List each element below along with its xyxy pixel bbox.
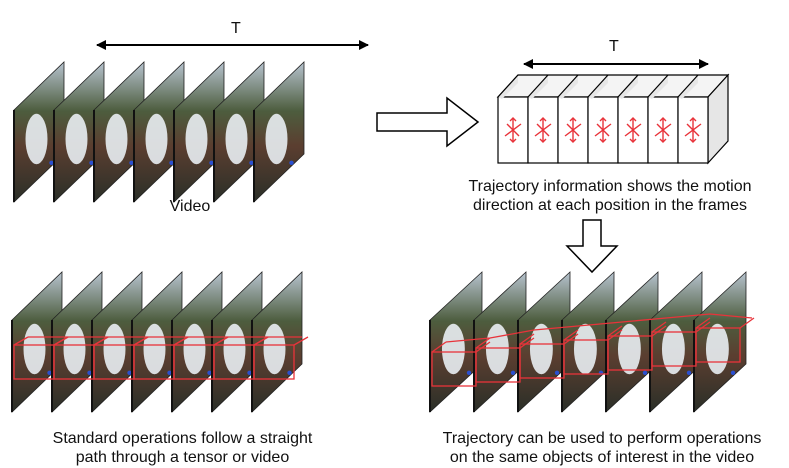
time-label-top-left: T (231, 20, 241, 37)
video-frames-bottom-left (11, 271, 303, 413)
caption-trajectory-info-line1: Trajectory information shows the motion (468, 178, 752, 195)
bottom-right-frame-1 (429, 271, 483, 413)
cube-slice-7 (677, 74, 709, 164)
bottom-right-frame-2 (473, 271, 527, 413)
top-left-frame-6 (213, 61, 265, 203)
motion-direction-icon (534, 117, 552, 143)
bottom-right-frame-3 (517, 271, 571, 413)
time-label-top-right: T (609, 38, 619, 55)
straight-box-7 (253, 336, 309, 380)
bottom-left-frame-7 (251, 271, 303, 413)
straight-path-boxes (13, 336, 309, 380)
top-left-frame-7 (253, 61, 305, 203)
caption-video: Video (169, 198, 211, 215)
motion-direction-icon (684, 117, 702, 143)
caption-trajectory-info-line2: direction at each position in the frames (473, 197, 747, 214)
cube-slice-1 (497, 74, 529, 164)
cube-slice-3 (557, 74, 589, 164)
motion-direction-icon (504, 117, 522, 143)
caption-trajectory-ops-line2: on the same objects of interest in the v… (449, 449, 755, 466)
bottom-right-frame-6 (649, 271, 703, 413)
cube-slice-2 (527, 74, 559, 164)
top-left-frame-3 (93, 61, 145, 203)
hollow-down-arrow (565, 219, 619, 274)
hollow-right-arrow (376, 96, 480, 148)
trajectory-box-7 (695, 317, 755, 363)
bottom-right-frame-4 (561, 271, 615, 413)
top-left-frame-1 (13, 61, 65, 203)
motion-direction-icon (654, 117, 672, 143)
cube-slice-4 (587, 74, 619, 164)
caption-standard-ops-line2: path through a tensor or video (75, 449, 290, 466)
motion-direction-icon (564, 117, 582, 143)
motion-direction-icon (624, 117, 642, 143)
top-left-frame-5 (173, 61, 225, 203)
video-frames-bottom-right (429, 271, 747, 413)
trajectory-tensor-cube (496, 73, 730, 165)
trajectory-path-boxes (431, 313, 755, 387)
caption-trajectory-ops-line1: Trajectory can be used to perform operat… (442, 430, 762, 447)
motion-direction-icon (594, 117, 612, 143)
top-left-frame-2 (53, 61, 105, 203)
video-frames-top-left (13, 61, 305, 203)
caption-standard-ops-line1: Standard operations follow a straight (52, 430, 313, 447)
